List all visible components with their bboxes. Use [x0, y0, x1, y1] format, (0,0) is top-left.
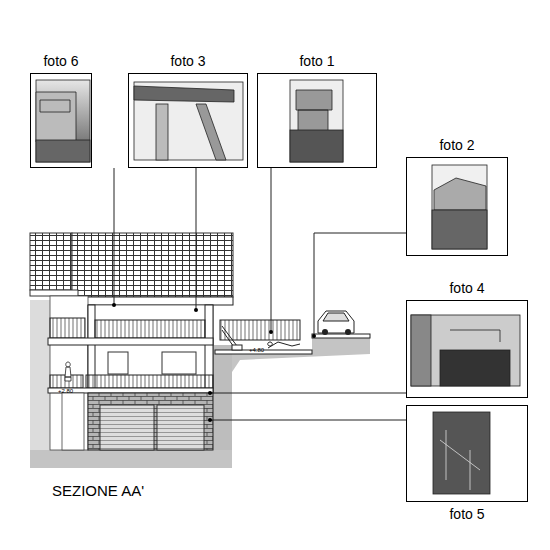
section-title: SEZIONE AA'	[52, 482, 144, 499]
level-mark: +4.80	[249, 347, 264, 353]
photo-frame: foto 5	[406, 405, 528, 502]
photo-caption: foto 2	[439, 137, 474, 153]
photo-frame: foto 3	[128, 73, 248, 168]
photo-caption: foto 1	[299, 53, 334, 69]
photo-caption: foto 4	[449, 280, 484, 296]
photo-frame: foto 6	[30, 73, 92, 168]
photo-caption: foto 3	[170, 53, 205, 69]
photo-caption: foto 5	[449, 506, 484, 522]
photo-frame: foto 1	[257, 73, 377, 168]
photo-frame: foto 2	[406, 157, 508, 256]
photo-caption: foto 6	[43, 53, 78, 69]
level-mark: +2.80	[58, 388, 73, 394]
photo-frame: foto 4	[406, 300, 528, 398]
